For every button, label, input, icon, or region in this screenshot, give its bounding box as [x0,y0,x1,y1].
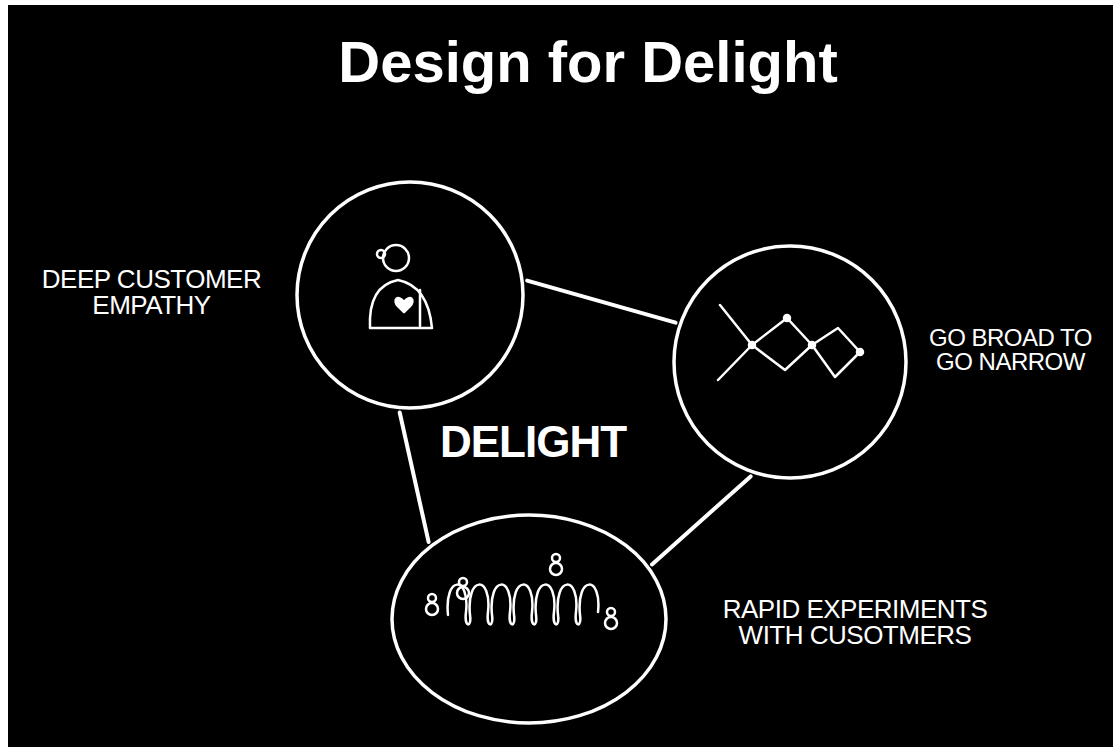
center-label: DELIGHT [440,418,626,466]
concept-circle: RAPID EXPERIMENTS WITH CUSOTMERS [390,513,668,725]
connector-line [527,281,675,323]
concept-circle: DEEP CUSTOMER EMPATHY [295,180,525,410]
node-label: GO BROAD TO GO NARROW [918,326,1103,374]
diverge-converge-figure [718,305,863,380]
connector-line [400,413,429,542]
node-label: DEEP CUSTOMER EMPATHY [14,266,289,318]
concept-circle: GO BROAD TO GO NARROW [672,244,908,480]
connector-line [652,476,751,564]
circle-outline [295,180,525,410]
circle-outline [390,513,668,725]
diagram-title: Design for Delight [63,30,1113,94]
node-label: RAPID EXPERIMENTS WITH CUSOTMERS [690,596,1020,648]
iteration-loops-figure [426,554,617,629]
circle-outline [672,244,908,480]
customer-figure [370,245,432,328]
